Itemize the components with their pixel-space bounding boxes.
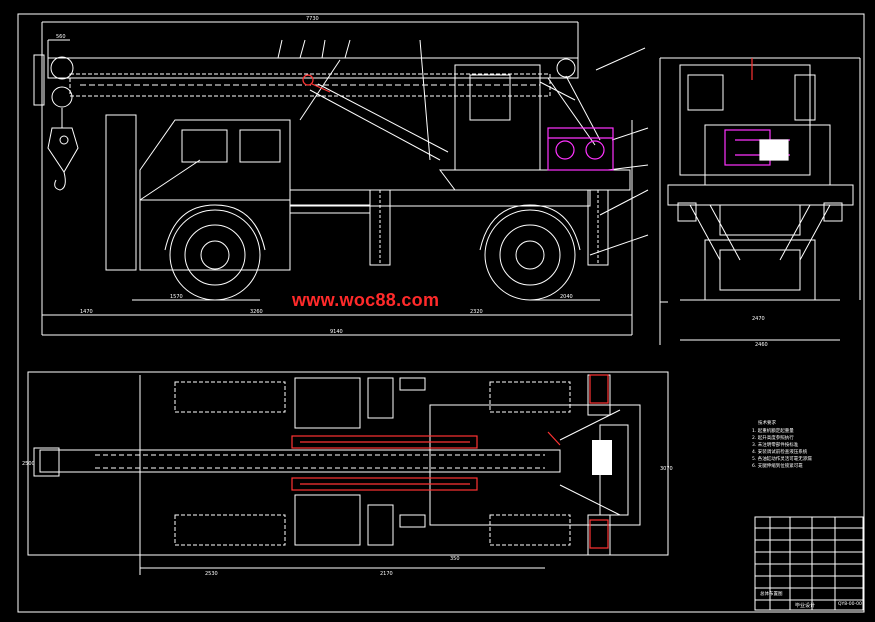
dim-front-axle: 1570 — [170, 294, 183, 300]
hydraulic-lines — [291, 58, 753, 549]
technical-notes: 技术要求 1. 起重机额定起重量 2. 起升高度参照执行 3. 未注明零部件按标… — [752, 419, 862, 609]
side-view — [33, 21, 649, 336]
dim-plan-mid: 350 — [450, 556, 460, 562]
dim-side-height: 2460 — [755, 342, 768, 348]
dim-side-width: 2470 — [752, 316, 765, 322]
dim-front-overhang: 1470 — [80, 309, 93, 315]
slewing-gearbox — [547, 127, 790, 171]
title-drawing-name: 总体布置图 — [760, 590, 783, 597]
title-block — [754, 516, 864, 611]
note-line: 4. 安装调试前检查液压系统 — [752, 448, 808, 455]
note-line: 2. 起升高度参照执行 — [752, 434, 794, 441]
note-line: 6. 支腿伸缩到位锁紧可靠 — [752, 462, 803, 469]
dim-plan-width: 2500 — [22, 461, 35, 467]
dim-plan-left: 2530 — [205, 571, 218, 577]
dim-rear: 2040 — [560, 294, 573, 300]
end-view — [659, 57, 861, 345]
note-line: 5. 各油缸动作灵活可靠无渗漏 — [752, 455, 812, 462]
plan-view — [27, 371, 669, 575]
title-school: 毕业设计 — [795, 602, 815, 609]
drawing-border — [17, 13, 865, 613]
dim-overall-length: 9140 — [330, 329, 343, 335]
dim-wheelbase: 3260 — [250, 309, 263, 315]
note-line: 1. 起重机额定起重量 — [752, 427, 794, 434]
dim-plan-right: 2170 — [380, 571, 393, 577]
winch-drum — [592, 440, 612, 475]
dim-overall-top: 7730 — [306, 16, 319, 22]
dim-plan-side: 3070 — [660, 466, 673, 472]
dim-boom-head: 560 — [56, 34, 66, 40]
title-code: QY8-00-00 — [838, 601, 862, 607]
note-line: 3. 未注明零部件按标准 — [752, 441, 799, 448]
notes-title: 技术要求 — [758, 419, 776, 426]
watermark-url: www.woc88.com — [292, 290, 440, 310]
dim-rear-overhang: 2320 — [470, 309, 483, 315]
